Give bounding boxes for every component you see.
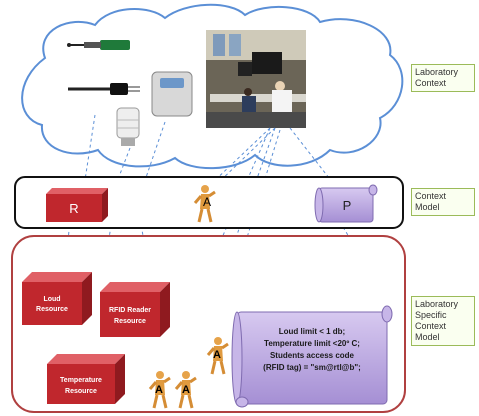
agent-label-1: A: [213, 349, 221, 361]
loud-resource-label-2: Resource: [36, 306, 68, 313]
policy-scroll-small: [314, 184, 378, 223]
rfid-resource-label-2: Resource: [114, 318, 146, 325]
rfid-reader-resource-cube: [100, 282, 170, 337]
agent-letter: A: [203, 195, 211, 209]
temperature-resource-label-2: Resource: [65, 388, 97, 395]
policy-scroll-large: [231, 305, 393, 408]
policy-letter: P: [343, 198, 352, 213]
policy-line-1: Loud limit < 1 db;: [279, 327, 345, 336]
loud-resource-cube: [22, 272, 92, 325]
policy-line-3: Students access code: [270, 351, 355, 360]
laboratory-context-label: Laboratory Context: [411, 64, 475, 92]
rfid-resource-label-1: RFID Reader: [109, 307, 151, 314]
agent-label-2: A: [155, 384, 163, 396]
context-model-label: Context Model: [411, 188, 475, 216]
lab-specific-model-label: Laboratory Specific Context Model: [411, 296, 475, 346]
temperature-probe-image: [68, 83, 140, 95]
agent-label-3: A: [182, 384, 190, 396]
policy-line-4: (RFID tag) = "sm@rtl@b";: [263, 363, 361, 372]
sensor-device-image: [67, 40, 130, 50]
laboratory-photo: [206, 30, 306, 128]
temperature-resource-label-1: Temperature: [60, 377, 102, 384]
policy-line-2: Temperature limit <20º C;: [264, 339, 360, 348]
rfid-reader-image: [151, 71, 193, 117]
loud-sensor-image: [116, 107, 140, 146]
resource-box: [46, 188, 108, 222]
resource-letter: R: [69, 201, 78, 216]
loud-resource-label-1: Loud: [43, 296, 60, 303]
temperature-resource-cube: [47, 354, 125, 404]
